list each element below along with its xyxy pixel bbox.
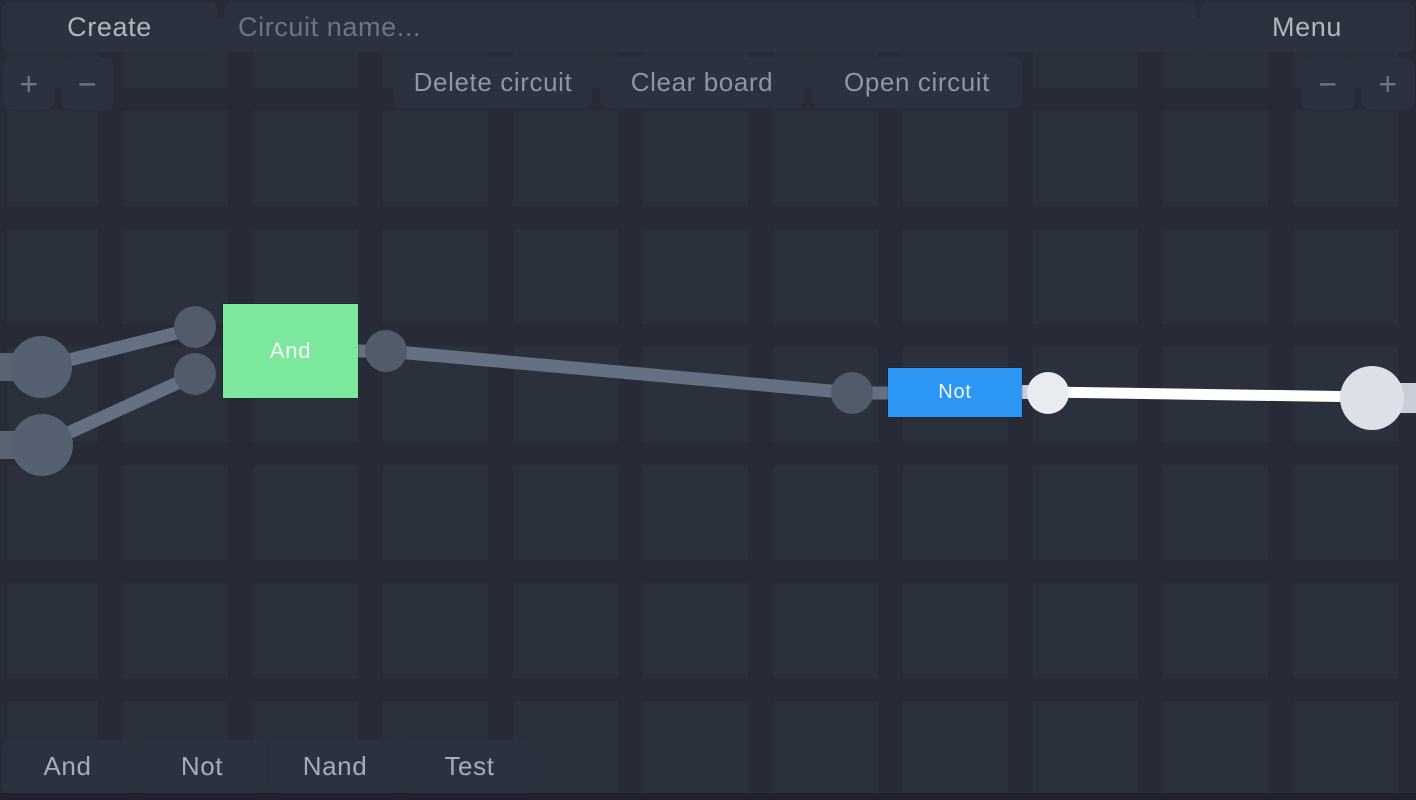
wire-and-to-not	[385, 344, 854, 400]
open-circuit-button[interactable]: Open circuit	[812, 57, 1022, 108]
zoom-out-right-button[interactable]: −	[1301, 58, 1355, 110]
create-button[interactable]: Create	[2, 2, 217, 52]
zoom-in-right-button[interactable]: +	[1361, 58, 1415, 110]
and-input-pin-2[interactable]	[174, 353, 216, 395]
zoom-in-left-button[interactable]: +	[3, 58, 55, 110]
input-node-1[interactable]	[10, 336, 72, 398]
not-input-pin[interactable]	[831, 372, 873, 414]
palette-item-not[interactable]: Not	[137, 740, 267, 793]
wire-not-to-output	[1047, 386, 1373, 403]
zoom-out-left-button[interactable]: −	[61, 58, 114, 110]
input-node-2[interactable]	[11, 414, 73, 476]
not-gate[interactable]: Not	[888, 368, 1022, 417]
and-output-pin[interactable]	[365, 330, 407, 372]
palette-item-nand[interactable]: Nand	[270, 740, 400, 793]
palette-item-test[interactable]: Test	[403, 740, 536, 793]
menu-button[interactable]: Menu	[1200, 2, 1414, 52]
palette-item-and[interactable]: And	[2, 740, 133, 793]
output-node[interactable]	[1340, 366, 1404, 430]
circuit-name-input[interactable]	[224, 2, 1196, 52]
bottom-edge-strip	[0, 793, 1416, 800]
clear-board-button[interactable]: Clear board	[600, 57, 804, 108]
and-gate[interactable]: And	[223, 304, 358, 398]
and-input-pin-1[interactable]	[174, 306, 216, 348]
delete-circuit-button[interactable]: Delete circuit	[394, 57, 592, 108]
not-output-pin[interactable]	[1027, 372, 1069, 414]
